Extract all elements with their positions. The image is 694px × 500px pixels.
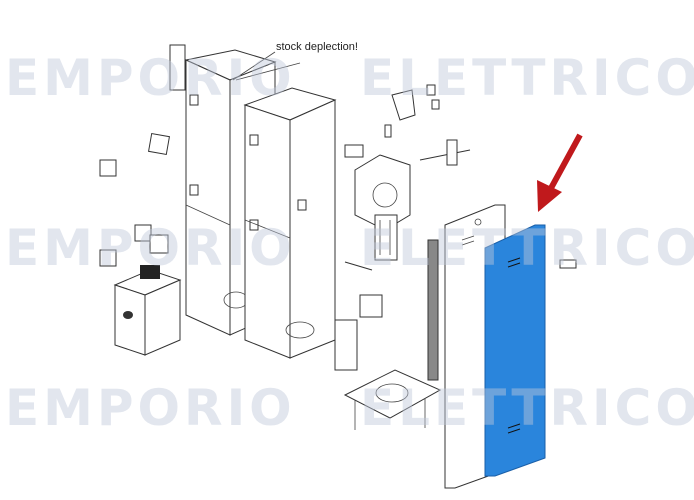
barrier-column-front (243, 87, 337, 359)
small-hardware (334, 84, 577, 371)
callout-label: stock deplection! (276, 41, 358, 53)
pointer-arrow (537, 133, 583, 212)
spring (427, 239, 439, 381)
highlighted-cover-panel (484, 224, 546, 477)
callout-leader-line (232, 51, 276, 81)
callout-leader-line (235, 62, 301, 81)
control-box (113, 265, 182, 356)
base-plate (343, 369, 442, 430)
svg-text:EMPORIO: EMPORIO (5, 379, 296, 437)
mounting-plates (99, 132, 171, 267)
gear-motor (354, 154, 411, 261)
